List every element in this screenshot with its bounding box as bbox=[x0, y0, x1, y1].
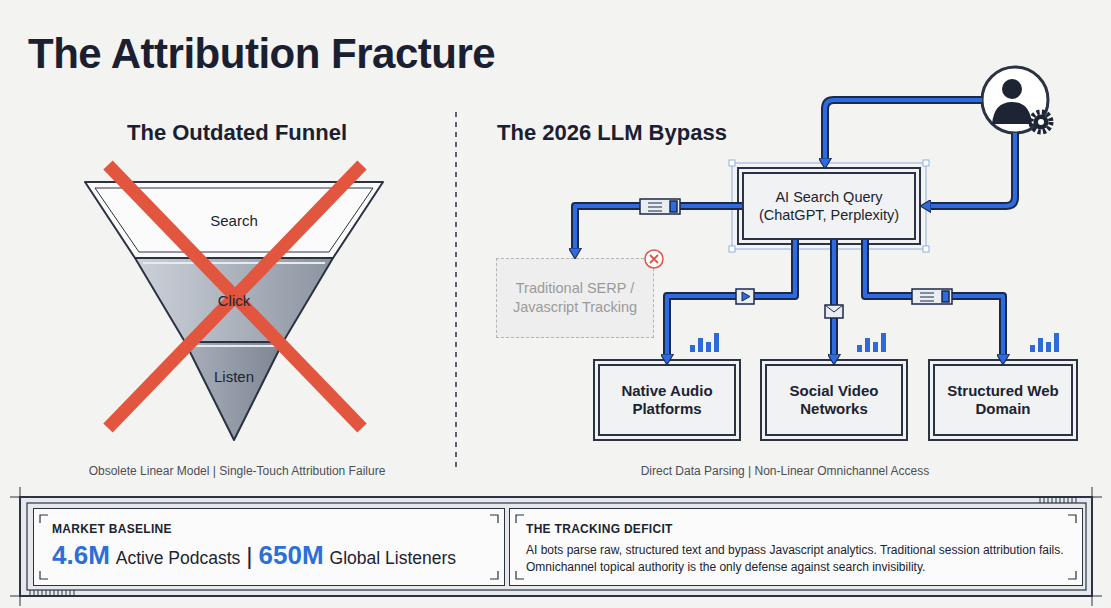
selection-frame bbox=[729, 160, 929, 252]
funnel-outline bbox=[135, 258, 333, 342]
node-body-text: Global Listeners bbox=[330, 548, 456, 569]
pipe-connector-icon bbox=[640, 199, 952, 318]
funnel-stage: Listen bbox=[185, 342, 283, 440]
channel-box: Native Audio Platforms bbox=[598, 364, 736, 436]
connector-group bbox=[575, 206, 1003, 354]
strike-cross bbox=[108, 165, 362, 428]
funnel-outline bbox=[85, 182, 383, 258]
node-text: Native Audio Platforms bbox=[610, 382, 724, 418]
node-body-text: 650M bbox=[259, 540, 324, 571]
band-frame bbox=[10, 487, 1102, 606]
node-text: AI Search Query (ChatGPT, Perplexity) bbox=[754, 188, 904, 224]
user-wire bbox=[825, 100, 1015, 206]
connector-outline bbox=[667, 240, 795, 354]
connector-outline bbox=[575, 206, 742, 248]
node-text: THE TRACKING DEFICIT bbox=[526, 522, 1074, 536]
funnel-shape bbox=[185, 342, 283, 440]
diagram-title: The Attribution Fracture bbox=[28, 30, 495, 78]
section-caption: Direct Data Parsing | Non-Linear Omnicha… bbox=[560, 464, 1010, 478]
blocked-box: Traditional SERP / Javascript Tracking bbox=[496, 258, 654, 338]
node-text: Social Video Networks bbox=[777, 382, 891, 418]
node-text: Traditional SERP / Javascript Tracking bbox=[505, 279, 645, 317]
flow-connector bbox=[575, 206, 742, 248]
query-box: AI Search Query (ChatGPT, Perplexity) bbox=[742, 172, 916, 240]
connector-outline bbox=[865, 240, 1003, 354]
section-heading: The Outdated Funnel bbox=[37, 120, 437, 146]
note-panel: THE TRACKING DEFICIT AI bots parse raw, s… bbox=[509, 508, 1083, 586]
node-text: MARKET BASELINE bbox=[52, 522, 500, 536]
funnel-rim bbox=[95, 188, 373, 252]
connector-outline bbox=[830, 240, 838, 354]
node-body-text: AI bots parse raw, structured text and b… bbox=[526, 542, 1074, 576]
connector-line bbox=[865, 240, 1003, 354]
funnel-stage: Search bbox=[85, 182, 383, 258]
node-text: Structured Web Domain bbox=[945, 382, 1061, 418]
funnel-rim bbox=[191, 345, 277, 347]
corner-bracket bbox=[40, 515, 1076, 579]
section-heading: The 2026 LLM Bypass bbox=[497, 120, 727, 146]
channel-box: Social Video Networks bbox=[765, 364, 903, 436]
connector-line bbox=[667, 240, 795, 354]
channel-box: Structured Web Domain bbox=[933, 364, 1073, 436]
node-text: Search bbox=[210, 212, 258, 229]
flow-connector bbox=[834, 240, 835, 354]
blocked-marker bbox=[645, 250, 663, 268]
stat-panel: MARKET BASELINE 4.6M Active Podcasts|650M G… bbox=[33, 508, 505, 586]
user-icon bbox=[982, 67, 1051, 133]
node-body-text: Active Podcasts bbox=[116, 548, 241, 569]
funnel-outline bbox=[185, 342, 283, 440]
node-text: Listen bbox=[214, 368, 254, 385]
flow-connector bbox=[865, 240, 1003, 354]
funnel-rim bbox=[143, 262, 325, 264]
section-caption: Obsolete Linear Model | Single-Touch Att… bbox=[37, 464, 437, 478]
section-divider bbox=[455, 112, 457, 472]
connector-line bbox=[832, 240, 836, 354]
node-text: Click bbox=[218, 292, 251, 309]
bar-chart-icon bbox=[690, 333, 1059, 352]
funnel-stage: Click bbox=[135, 258, 333, 342]
connector-line bbox=[575, 206, 742, 248]
node-body-text: 4.6M bbox=[52, 540, 110, 571]
node-body-text: | bbox=[246, 542, 252, 570]
flow-connector bbox=[667, 240, 795, 354]
